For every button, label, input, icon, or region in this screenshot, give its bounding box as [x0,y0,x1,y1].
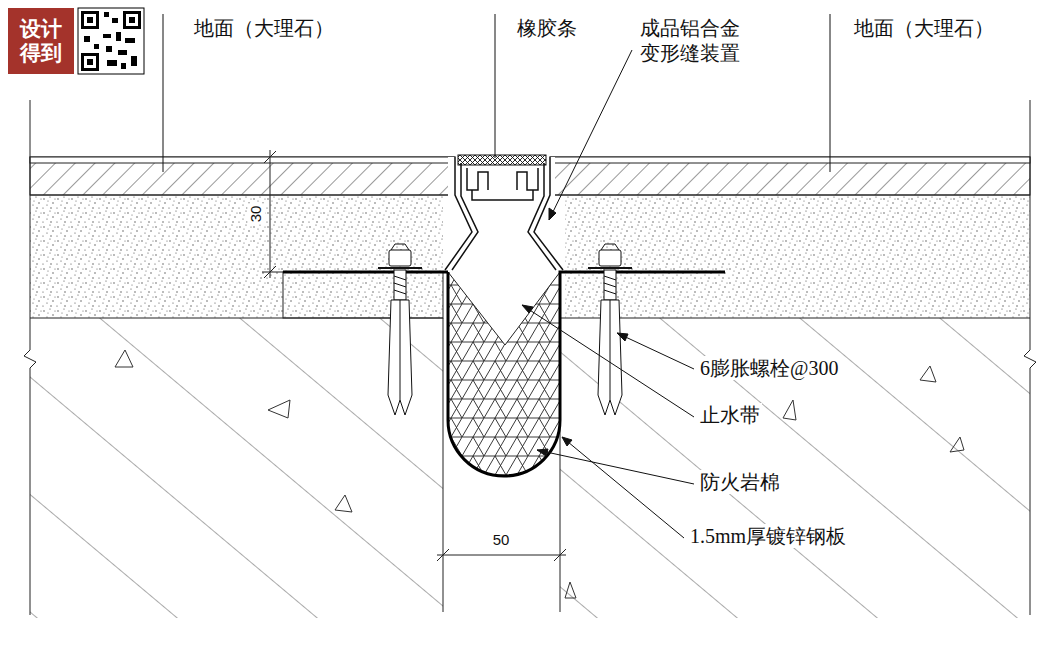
leader-line [549,208,556,220]
dimension-line [262,272,283,273]
break-line [24,100,36,615]
leader-line [537,449,548,456]
leader-line [562,437,684,538]
qr-code [131,56,137,66]
leader-line [783,400,796,420]
leader-line [617,333,694,369]
fire-rock-wool [448,272,560,476]
floor-label: 地面（大理石） [852,16,996,40]
expansion-bolt [601,244,619,250]
aluminum-joint-device [452,163,478,270]
expansion-bolt [378,267,422,269]
expansion-bolt [391,244,409,250]
qr-code [84,14,96,26]
expansion-bolt [610,300,611,400]
floor-label: 地面（大理石） [192,16,336,40]
leader-line [562,437,572,446]
qr-code [103,34,111,38]
qr-code [78,8,144,74]
qr-code [106,46,112,52]
qr-code [104,12,109,17]
qr-code [121,63,126,69]
qr-code [129,17,135,23]
aluminum-joint-device [472,190,533,200]
part-label: 止水带 [698,403,762,427]
expansion-bolt [394,276,406,294]
dimension-line [554,549,566,561]
expansion-bolt [400,300,401,400]
expansion-bolt [598,300,622,415]
marble-floor [550,157,1030,163]
expansion-bolt [378,244,632,415]
part-label: 6膨胀螺栓@300 [698,356,840,380]
dimension-line [437,549,449,561]
leader-line [537,450,694,484]
break-line [1024,100,1036,615]
expansion-bolt [588,267,632,269]
part-label: 防火岩棉 [698,470,782,494]
dimension-line [262,150,566,561]
dimension-text: 30 [247,204,265,225]
mortar-bed [283,272,443,318]
leader-line [617,333,628,341]
leader-line [549,50,632,220]
break-line [24,100,1036,615]
expansion-bolt [604,276,616,294]
qr-code [81,53,99,71]
qr-code [87,59,93,65]
part-label: 橡胶条 [515,16,579,40]
expansion-bolt [599,250,621,266]
leader-line [522,305,533,313]
aluminum-joint-device [528,163,556,270]
qr-code [123,11,141,29]
mortar-bed [565,195,1030,318]
concrete-structure [443,318,444,612]
concrete-structure [560,318,1030,618]
qr-code [78,8,144,74]
qr-code [116,32,121,41]
leader-line [830,14,831,172]
qr-code [87,17,93,23]
marble-floor [550,157,1030,195]
leader-line [163,14,164,172]
concrete-structure [30,318,443,618]
aluminum-joint-device [467,168,538,190]
aluminum-joint-device [445,157,472,270]
expansion-bolt [394,270,406,300]
mortar-bed [30,195,443,318]
qr-code [81,11,99,29]
qr-code [112,18,118,23]
leader-line [163,14,830,538]
expansion-bolt [604,270,616,300]
logo-text: 设计 得到 [19,17,63,65]
marble-floor [30,157,455,163]
fire-rock-wool [448,272,560,476]
aluminum-joint-device [445,155,563,272]
leader-line [522,305,694,417]
qr-code [84,56,96,68]
part-label: 成品铝合金 变形缝装置 [638,16,750,66]
aluminum-joint-device [458,155,546,165]
dimension-text: 50 [491,531,512,549]
qr-code [94,44,99,49]
qr-code [125,38,135,43]
logo-badge: 设计 得到 [8,8,74,74]
dimension-line [264,151,276,163]
part-label: 1.5mm厚镀锌钢板 [688,524,848,548]
dimension-line [270,150,271,278]
expansion-bolt [389,250,411,266]
dimension-line [437,555,566,556]
marble-floor [30,157,455,195]
galvanized-steel-plate [283,272,725,476]
expansion-bolt [388,300,412,415]
galvanized-steel-plate [283,272,725,476]
leader-line [495,14,496,158]
qr-code [107,60,117,66]
qr-code [126,14,138,26]
qr-code [118,50,127,55]
qr-code [84,36,90,42]
